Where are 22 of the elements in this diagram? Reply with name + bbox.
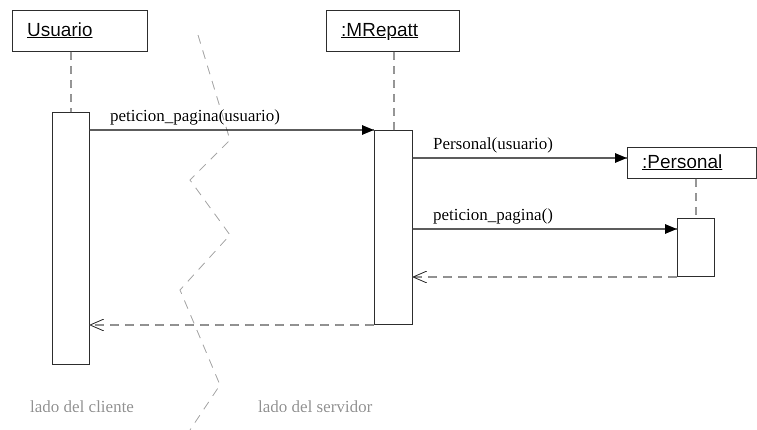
activation-bar bbox=[374, 130, 413, 325]
lifeline bbox=[70, 52, 72, 112]
lifeline bbox=[695, 179, 697, 218]
message-arrow bbox=[90, 125, 374, 135]
message-label: peticion_pagina() bbox=[433, 205, 553, 225]
return-arrow bbox=[412, 270, 677, 284]
object-name: :MRepatt bbox=[341, 20, 418, 42]
return-arrow bbox=[90, 318, 374, 332]
message-arrow bbox=[413, 153, 627, 163]
object-header-box bbox=[627, 147, 757, 179]
actor-header-box bbox=[12, 10, 148, 52]
object-name: :Personal bbox=[642, 152, 722, 174]
side-label: lado del cliente bbox=[30, 397, 134, 417]
object-header-box bbox=[326, 10, 460, 52]
message-label: Personal(usuario) bbox=[433, 134, 553, 154]
object-name: Usuario bbox=[27, 20, 92, 42]
activation-bar bbox=[677, 218, 715, 277]
side-label: lado del servidor bbox=[258, 397, 372, 417]
message-label: peticion_pagina(usuario) bbox=[110, 106, 280, 126]
activation-bar bbox=[52, 112, 90, 365]
message-arrow bbox=[413, 224, 677, 234]
lifeline bbox=[393, 52, 395, 130]
